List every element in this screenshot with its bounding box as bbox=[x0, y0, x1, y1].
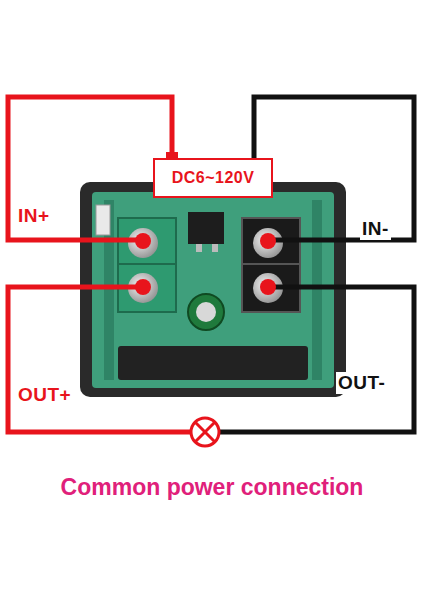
terminal-label: IN- bbox=[360, 218, 391, 240]
voltage-label: DC6~120V bbox=[172, 169, 255, 187]
battery-box: DC6~120V bbox=[153, 158, 273, 198]
negative-wire bbox=[219, 97, 414, 432]
terminal-label: OUT+ bbox=[16, 384, 73, 406]
terminal-screw bbox=[253, 228, 283, 258]
terminal-screw bbox=[128, 228, 158, 258]
lamp-symbol bbox=[191, 418, 219, 446]
terminal-label: OUT- bbox=[336, 372, 387, 394]
capacitor bbox=[188, 294, 224, 330]
positive-wire bbox=[8, 97, 191, 432]
header-connector bbox=[96, 205, 110, 235]
terminal-label: IN+ bbox=[16, 205, 52, 227]
caption: Common power connection bbox=[0, 474, 424, 501]
pcb-board bbox=[92, 192, 334, 388]
housing-bottom bbox=[118, 346, 308, 380]
ic-chip bbox=[188, 212, 224, 244]
